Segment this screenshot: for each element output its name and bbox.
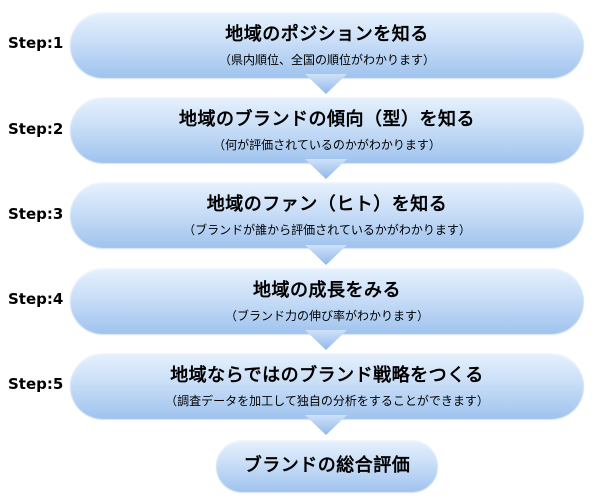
down-arrow-icon xyxy=(305,245,347,265)
step-subtitle-3: （ブランドが誰から評価されているかがわかります） xyxy=(183,223,471,237)
step-label-4: Step:4 xyxy=(8,290,64,308)
step-title-2: 地域のブランドの傾向（型）を知る xyxy=(179,109,475,130)
down-arrow-icon xyxy=(305,159,347,179)
step-box-5: 地域ならではのブランド戦略をつくる （調査データを加工して独自の分析をすることが… xyxy=(70,353,584,419)
step-title-3: 地域のファン（ヒト）を知る xyxy=(206,194,448,215)
step-subtitle-1: （県内順位、全国の順位がわかります） xyxy=(218,53,435,67)
final-title: ブランドの総合評価 xyxy=(243,455,411,476)
step-subtitle-4: （ブランド力の伸び率がわかります） xyxy=(224,309,429,323)
step-title-5: 地域ならではのブランド戦略をつくる xyxy=(170,365,484,386)
step-subtitle-2: （何が評価されているのかがわかります） xyxy=(213,138,441,152)
step-label-1: Step:1 xyxy=(8,34,64,52)
down-arrow-icon xyxy=(305,330,347,350)
step-box-3: 地域のファン（ヒト）を知る （ブランドが誰から評価されているかがわかります） xyxy=(70,182,584,248)
step-box-4: 地域の成長をみる （ブランド力の伸び率がわかります） xyxy=(70,268,584,334)
down-arrow-icon xyxy=(305,74,347,94)
step-title-4: 地域の成長をみる xyxy=(253,280,401,301)
step-label-2: Step:2 xyxy=(8,120,64,138)
step-label-5: Step:5 xyxy=(8,375,64,393)
step-box-2: 地域のブランドの傾向（型）を知る （何が評価されているのかがわかります） xyxy=(70,97,584,163)
step-title-1: 地域のポジションを知る xyxy=(225,24,429,45)
step-box-1: 地域のポジションを知る （県内順位、全国の順位がわかります） xyxy=(70,12,584,78)
down-arrow-icon xyxy=(305,415,347,435)
step-subtitle-5: （調査データを加工して独自の分析をすることができます） xyxy=(165,394,489,408)
final-box: ブランドの総合評価 xyxy=(216,440,438,492)
step-label-3: Step:3 xyxy=(8,205,64,223)
